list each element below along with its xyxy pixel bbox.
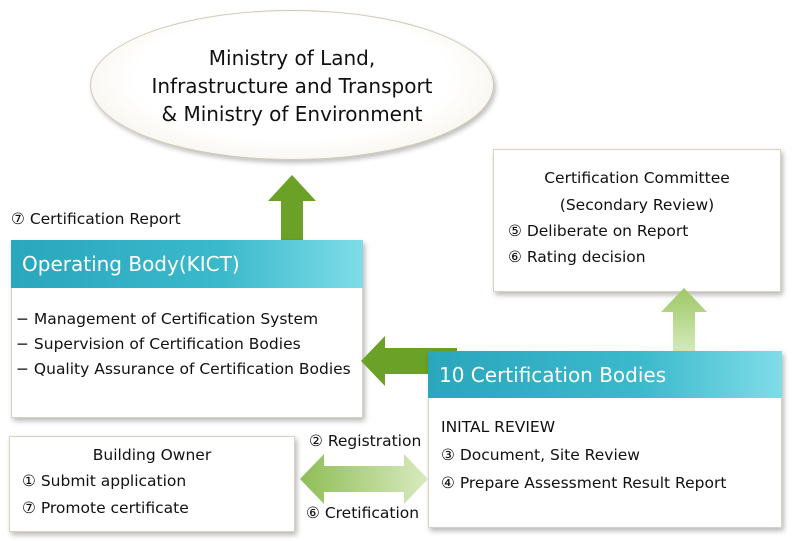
- operating-body-node: Operating Body(KICT) − Management of Cer…: [11, 240, 363, 418]
- arrow-operating-to-ministry: [268, 175, 316, 241]
- registration-label: ② Registration: [309, 432, 422, 450]
- duty-item: − Management of Certification System: [16, 310, 319, 328]
- certification-bodies-node: 10 Certification Bodies INITAL REVIEW ③ …: [428, 351, 782, 528]
- owner-item: ① Submit application: [22, 472, 187, 490]
- building-owner-title: Building Owner: [92, 446, 212, 464]
- duty-item: − Quality Assurance of Certification Bod…: [16, 360, 351, 378]
- building-owner-node: Building Owner ① Submit application ⑦ Pr…: [9, 436, 295, 532]
- duty-item: − Supervision of Certification Bodies: [16, 335, 301, 353]
- ministry-line-2: Infrastructure and Transport: [151, 74, 433, 98]
- committee-title: Certification Committee: [544, 169, 730, 187]
- committee-item: ⑥ Rating decision: [508, 248, 646, 266]
- certification-bodies-header: 10 Certification Bodies: [428, 351, 782, 398]
- bodies-item: ④ Prepare Assessment Result Report: [441, 474, 727, 492]
- operating-body-duties: − Management of Certification System − S…: [16, 307, 351, 382]
- initial-review-title: INITAL REVIEW: [441, 418, 556, 436]
- owner-item: ⑦ Promote certificate: [22, 499, 189, 517]
- certification-committee-node: Certification Committee (Secondary Revie…: [493, 149, 781, 292]
- ministry-line-1: Ministry of Land,: [208, 46, 376, 70]
- ministry-node: Ministry of Land, Infrastructure and Tra…: [90, 10, 494, 160]
- committee-subtitle: (Secondary Review): [559, 196, 715, 214]
- operating-body-header: Operating Body(KICT): [11, 240, 363, 288]
- certification-issue-label: ⑥ Cretification: [306, 504, 420, 522]
- certification-report-label: ⑦ Certification Report: [11, 210, 181, 228]
- ministry-line-3: & Ministry of Environment: [161, 102, 423, 126]
- committee-item: ⑤ Deliberate on Report: [508, 222, 689, 240]
- ministry-label: Ministry of Land, Infrastructure and Tra…: [151, 44, 432, 128]
- bodies-item: ③ Document, Site Review: [441, 446, 640, 464]
- arrow-bodies-to-committee: [661, 288, 707, 352]
- arrow-owner-bodies-double: [300, 454, 428, 504]
